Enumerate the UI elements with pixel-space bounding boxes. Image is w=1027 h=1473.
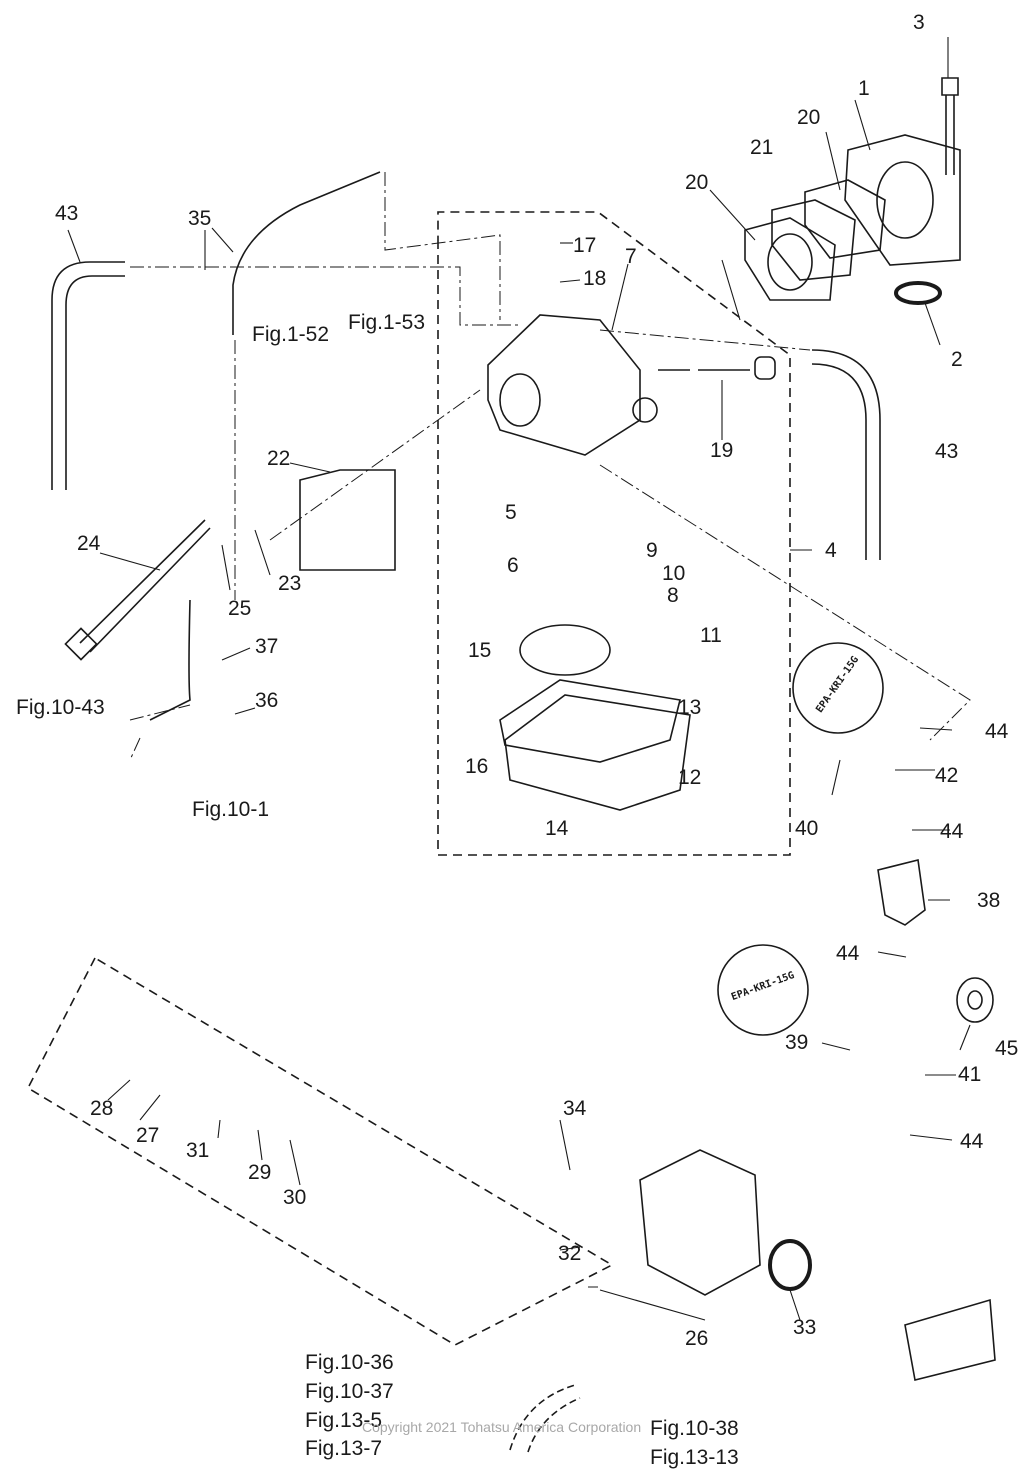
callout-44-d: 44 [960, 1130, 984, 1153]
callout-26: 26 [685, 1327, 709, 1350]
callout-43-right: 43 [935, 440, 959, 463]
callout-7: 7 [625, 245, 637, 268]
callout-41: 41 [958, 1063, 982, 1086]
pump-o-ring-33 [768, 1239, 812, 1291]
gasket-20-rear [804, 179, 886, 259]
assembly-centerlines [129, 172, 971, 761]
callout-39: 39 [785, 1031, 809, 1054]
callout-25: 25 [228, 597, 252, 620]
callout-22: 22 [267, 447, 291, 470]
callout-44-c: 44 [836, 942, 860, 965]
callout-23: 23 [278, 572, 302, 595]
callout-3: 3 [913, 11, 925, 34]
figure-ref-1-52: Fig.1-52 [252, 323, 330, 346]
vapor-separator-22 [299, 469, 396, 571]
callout-1: 1 [858, 77, 870, 100]
callout-2: 2 [951, 348, 963, 371]
figure-ref-1-53: Fig.1-53 [348, 311, 426, 334]
gasket-20-front [744, 217, 836, 301]
callout-44-a: 44 [985, 720, 1009, 743]
callout-35: 35 [188, 207, 212, 230]
epa-stamp-circle-2 [717, 944, 809, 1036]
callout-4: 4 [825, 539, 837, 562]
callout-8: 8 [667, 584, 679, 607]
callout-12: 12 [678, 766, 702, 789]
bolt-24 [79, 519, 211, 653]
callout-20-rear: 20 [797, 106, 821, 129]
figure-ref-10-1: Fig.10-1 [192, 798, 270, 821]
callout-32: 32 [558, 1242, 582, 1265]
callout-10: 10 [662, 562, 686, 585]
callout-37: 37 [255, 635, 279, 658]
callout-16: 16 [465, 755, 489, 778]
thumbnail-component [904, 1298, 996, 1381]
fuel-filter-38 [877, 859, 926, 926]
figure-ref-10-38: Fig.10-38 [650, 1417, 739, 1440]
callout-42: 42 [935, 764, 959, 787]
callout-20-front: 20 [685, 171, 709, 194]
callout-13: 13 [678, 696, 702, 719]
callout-43-left: 43 [55, 202, 79, 225]
callout-19: 19 [710, 439, 734, 462]
callout-30: 30 [283, 1186, 307, 1209]
callout-40: 40 [795, 817, 819, 840]
fuel-pump-26 [639, 1149, 761, 1296]
callout-34: 34 [563, 1097, 587, 1120]
carburetor-group-outline [437, 211, 791, 856]
figure-ref-13-13: Fig.13-13 [650, 1446, 739, 1469]
callout-14: 14 [545, 817, 569, 840]
callout-21: 21 [750, 136, 774, 159]
callout-17: 17 [573, 234, 597, 257]
figure-ref-10-36: Fig.10-36 [305, 1351, 394, 1374]
carburetor-bore [499, 373, 541, 427]
callout-5: 5 [505, 501, 517, 524]
epa-stamp-circle-1 [792, 642, 884, 734]
callout-45: 45 [995, 1037, 1019, 1060]
callout-31: 31 [186, 1139, 210, 1162]
callout-36: 36 [255, 689, 279, 712]
intake-manifold-1 [844, 134, 961, 266]
gasket-20-front-hole [767, 233, 813, 291]
washer-45-hole [967, 990, 983, 1010]
fuel-pump-group-outline [26, 956, 614, 1346]
carburetor-body [487, 314, 641, 456]
hose-43-left [51, 261, 125, 490]
manifold-port [876, 161, 934, 239]
bolt-24-head [64, 627, 98, 661]
leader-lines [67, 37, 971, 1321]
copyright-notice: Copyright 2021 Tohatsu America Corporati… [362, 1419, 642, 1435]
cap-19 [754, 356, 776, 380]
figure-ref-13-5: Fig.13-5 [305, 1409, 383, 1432]
fuel-hose-lower [509, 1384, 581, 1453]
hose-43-right [811, 349, 881, 560]
callout-27: 27 [136, 1124, 160, 1147]
figure-ref-10-43: Fig.10-43 [16, 696, 105, 719]
throttle-cable-35 [232, 171, 381, 335]
float-gasket-13 [499, 679, 681, 763]
callout-44-b: 44 [940, 820, 964, 843]
callout-33: 33 [793, 1316, 817, 1339]
callout-38: 38 [977, 889, 1001, 912]
bolt-3 [941, 77, 959, 175]
callout-28: 28 [90, 1097, 114, 1120]
figure-ref-13-7: Fig.13-7 [305, 1437, 383, 1460]
callout-9: 9 [646, 539, 658, 562]
callout-11: 11 [700, 624, 722, 647]
callout-29: 29 [248, 1161, 272, 1184]
float-bowl-12 [504, 694, 691, 811]
callout-6: 6 [507, 554, 519, 577]
figure-ref-10-37: Fig.10-37 [305, 1380, 394, 1403]
callout-18: 18 [583, 267, 607, 290]
carburetor-knob [632, 397, 658, 423]
gasket-21 [771, 199, 856, 281]
throttle-cable-lower [149, 599, 191, 721]
float-8 [519, 624, 611, 676]
callout-15: 15 [468, 639, 492, 662]
o-ring-2 [894, 281, 942, 305]
washer-45 [956, 977, 994, 1023]
callout-24: 24 [77, 532, 101, 555]
